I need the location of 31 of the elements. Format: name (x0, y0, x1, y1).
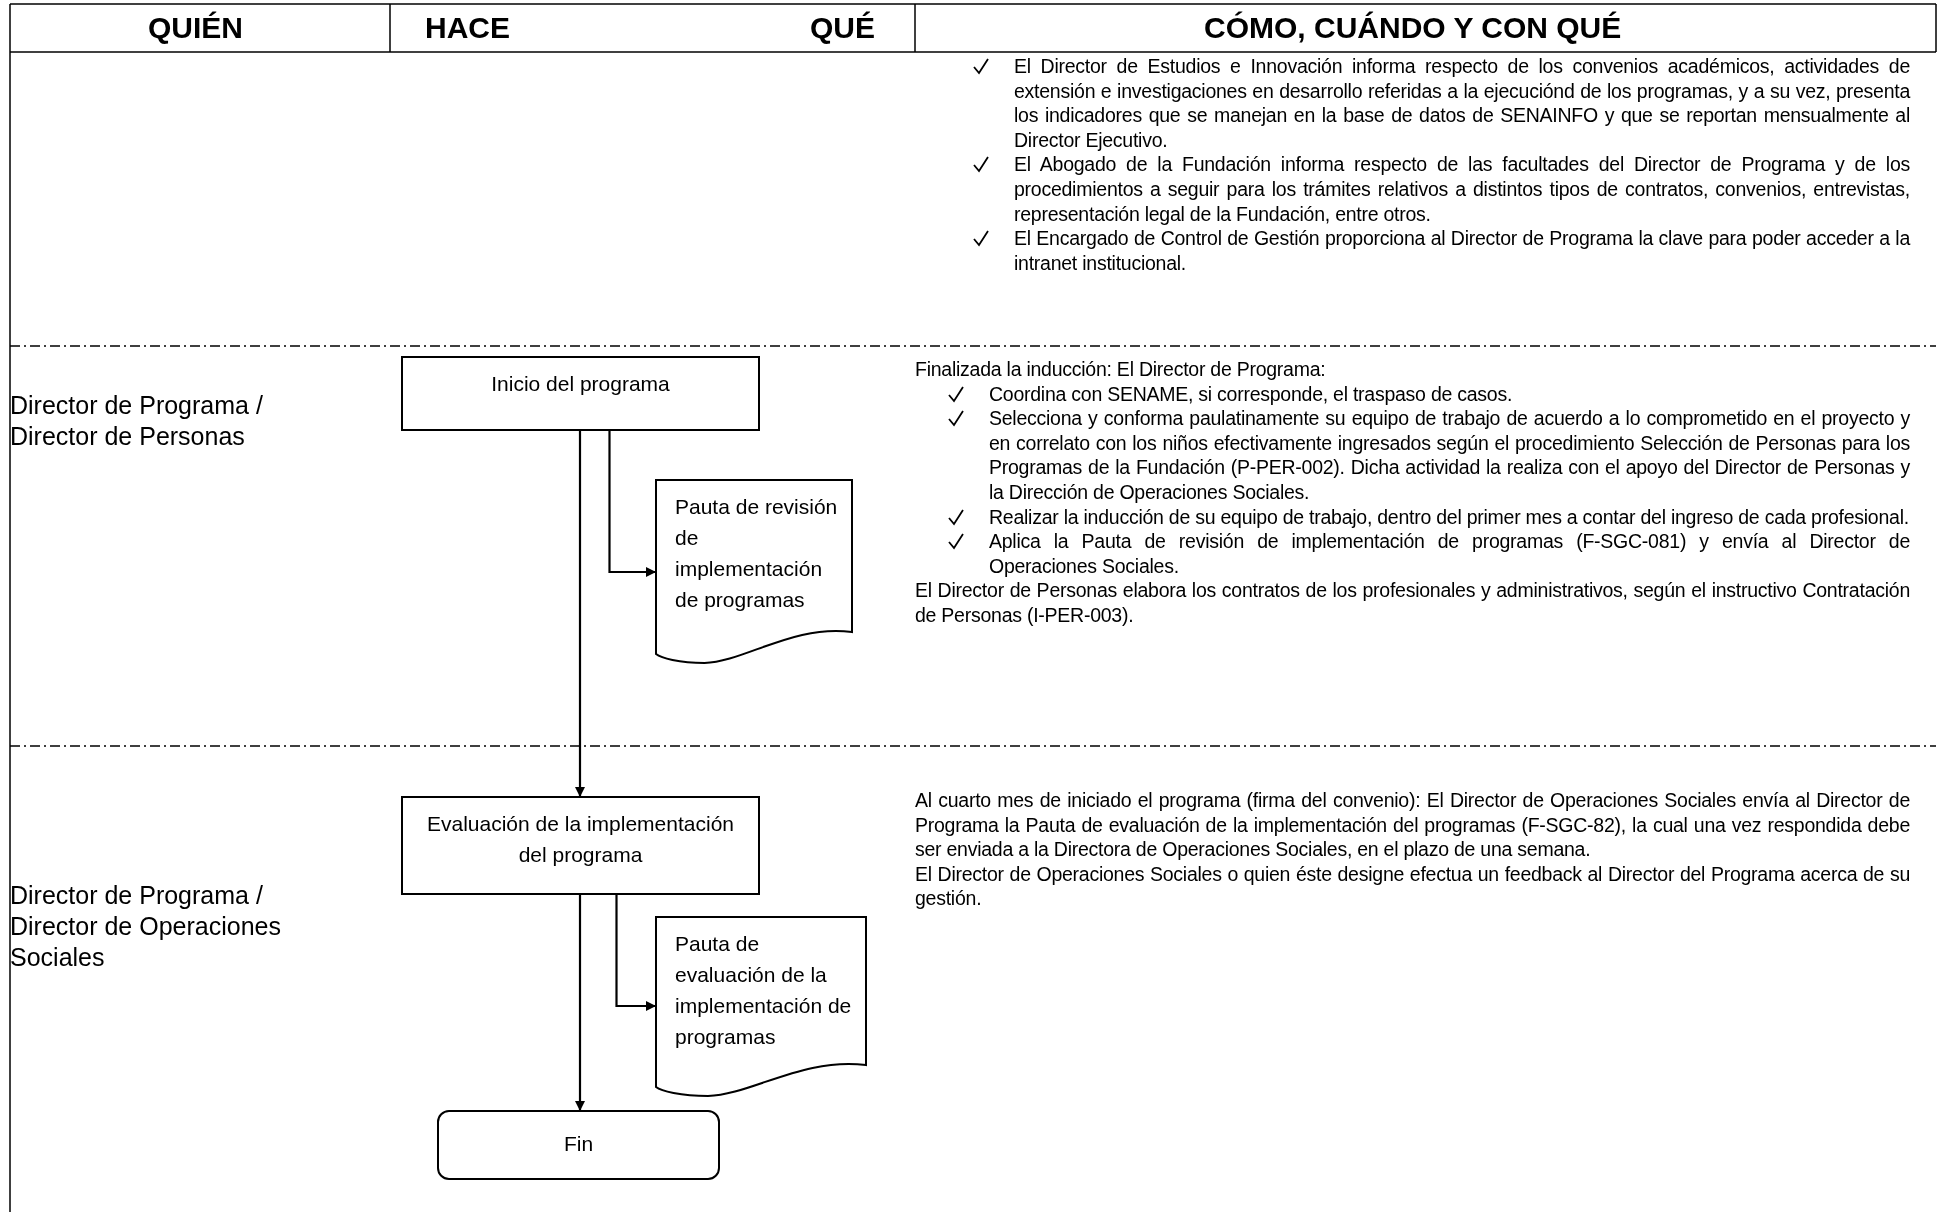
node-text: Pauta de evaluación de la implementación de programas (675, 931, 853, 1050)
column-header: QUIÉN (148, 10, 243, 46)
list-item-text: Coordina con SENAME, si corresponde, el traspaso de casos. (989, 381, 1514, 407)
list-item-text: El Abogado de la Fundación informa respecto de las facultades del Director de Programa y de los procedimientos a seguir para los trámites relativos a distintos tipos de contratos, convenios, entrevistas, representación legal de la Fundación, entre otros. (1014, 152, 1910, 227)
node-text: Pauta de revisión de implementación de programas (675, 494, 839, 613)
arrow (608, 431, 656, 577)
paragraph: El Director de Operaciones Sociales o quien éste designe efectua un feedback al Director del Programa acerca de su gestión. (915, 861, 1910, 911)
role-label: Director de Programa / Director de Personas (10, 390, 264, 452)
node-text: Evaluación de la implementación del programa (426, 811, 735, 868)
node-text: Fin (562, 1131, 595, 1157)
document-shape (655, 916, 867, 1097)
list-item-text: Realizar la inducción de su equipo de trabajo, dentro del primer mes a contar del ingreso de cada profesional. (989, 504, 1910, 530)
paragraph: Al cuarto mes de iniciado el programa (firma del convenio): El Director de Operaciones Sociales envía al Director de Programa la Pauta de evaluación de la implementación del programas (F-SGC-82), la cual una vez respondida debe ser enviada a la Directora de Operaciones Sociales, en el plazo de una semana. (915, 788, 1910, 862)
process-box (401, 796, 760, 895)
process-box (401, 356, 760, 431)
list-item-text: El Encargado de Control de Gestión proporciona al Director de Programa la clave para poder acceder a la intranet institucional. (1014, 226, 1910, 276)
arrow (575, 895, 585, 1111)
column-header: CÓMO, CUÁNDO Y CON QUÉ (1204, 10, 1622, 46)
paragraph: Finalizada la inducción: El Director de Programa: (915, 357, 1327, 382)
role-label: Director de Programa / Director de Operaciones Sociales (10, 880, 282, 973)
document-shape (655, 479, 853, 664)
list-item-text: El Director de Estudios e Innovación informa respecto de los convenios académicos, actividades de extensión e investigaciones en desarrollo referidas a la ejecuciónd de los programas, y a su vez, presenta los indicadores que se manejan en la base de datos de SENAINFO y que se reportan mensualmente al Director Ejecutivo. (1014, 54, 1910, 153)
terminal-box (437, 1110, 720, 1180)
column-header: QUÉ (810, 10, 875, 46)
list-item-text: Aplica la Pauta de revisión de implementación de programas (F-SGC-081) y envía al Director de Operaciones Sociales. (989, 529, 1910, 579)
paragraph: El Director de Personas elabora los contratos de los profesionales y administrativos, según el instructivo Contratación de Personas (I-PER-003). (915, 578, 1910, 628)
arrow (575, 431, 585, 797)
list-item-text: Selecciona y conforma paulatinamente su equipo de trabajo de acuerdo a lo comprometido en el proyecto y en correlato con los niños efectivamente ingresados según el procedimiento Selección de Personas para los Programas de la Fundación (P-PER-002). Dicha actividad la realiza con el apoyo del Director de Personas y la Dirección de Operaciones Sociales. (989, 406, 1910, 505)
arrow (615, 895, 656, 1011)
node-text: Inicio del programa (490, 371, 671, 397)
column-header: HACE (425, 10, 510, 46)
